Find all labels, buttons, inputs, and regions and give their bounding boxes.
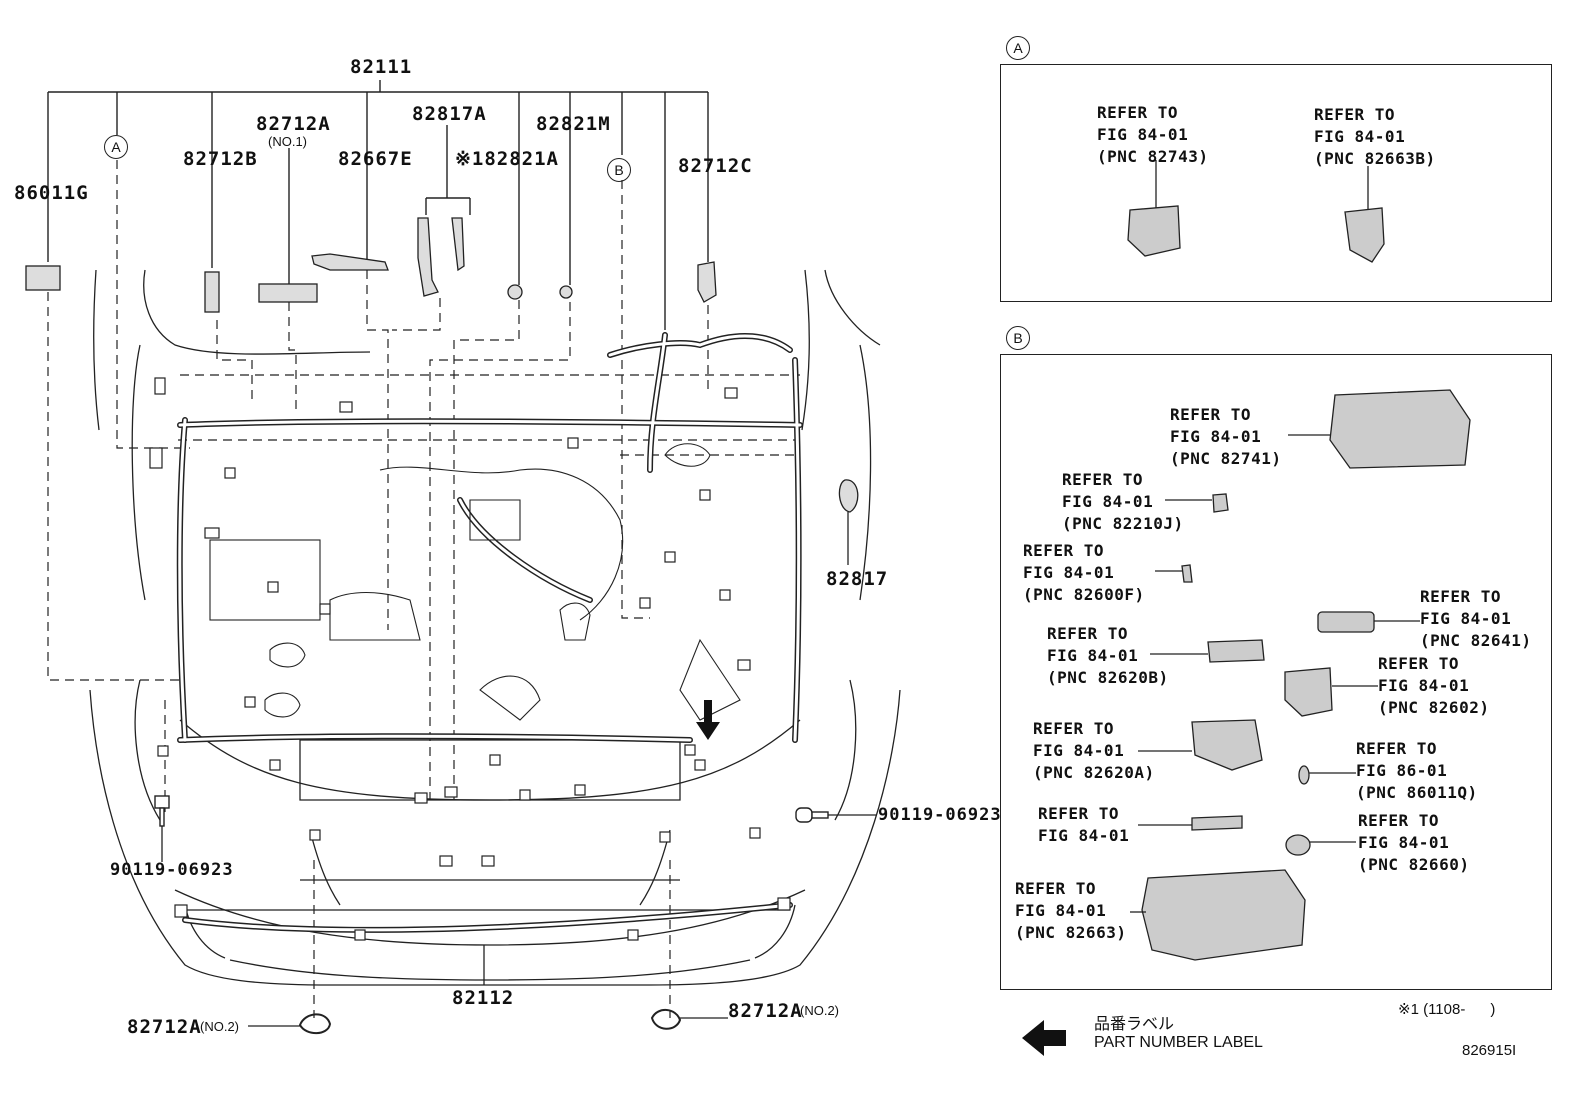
callout-a-circle: A: [104, 135, 128, 159]
part-82112-label: 82112: [452, 987, 515, 1009]
panel-b-ref-82602: REFER TO FIG 84-01 (PNC 82602): [1378, 654, 1490, 717]
panel-b-box: [1000, 354, 1552, 990]
part-82821a-label: ※182821A: [455, 148, 559, 170]
panel-b-ref-82620a: REFER TO FIG 84-01 (PNC 82620A): [1033, 719, 1155, 782]
panel-b-ref-82620b: REFER TO FIG 84-01 (PNC 82620B): [1047, 624, 1169, 687]
panel-b-ref-86011q: REFER TO FIG 86-01 (PNC 86011Q): [1356, 739, 1478, 802]
panel-a-ref-82743: REFER TO FIG 84-01 (PNC 82743): [1097, 103, 1209, 166]
panel-b-ref-fig8401: REFER TO FIG 84-01: [1038, 804, 1130, 845]
bolt-right-label: 90119-06923: [878, 805, 1002, 825]
part-number-label-en: PART NUMBER LABEL: [1094, 1034, 1263, 1051]
part-82712c-label: 82712C: [678, 155, 753, 177]
figure-id: 826915I: [1462, 1042, 1517, 1059]
part-82712a-no1-label: 82712A: [256, 113, 331, 135]
part-number-label-jp: 品番ラベル: [1094, 1014, 1175, 1033]
panel-b-ref-82663: REFER TO FIG 84-01 (PNC 82663): [1015, 879, 1127, 942]
panel-a-box: [1000, 64, 1552, 302]
panel-b-ref-82600f: REFER TO FIG 84-01 (PNC 82600F): [1023, 541, 1145, 604]
clip-right-label: 82712A: [728, 1000, 803, 1022]
panel-b-marker: B: [1006, 326, 1030, 350]
clip-right-sub: (NO.2): [800, 1003, 839, 1018]
part-82712b-label: 82712B: [183, 148, 258, 170]
part-82111-label: 82111: [350, 56, 413, 78]
panel-a-marker: A: [1006, 36, 1030, 60]
clip-left-label: 82712A: [127, 1016, 202, 1038]
bolt-left-label: 90119-06923: [110, 860, 234, 880]
panel-b-ref-82641: REFER TO FIG 84-01 (PNC 82641): [1420, 587, 1532, 650]
panel-b-ref-82741: REFER TO FIG 84-01 (PNC 82741): [1170, 405, 1282, 468]
callout-b-circle: B: [607, 158, 631, 182]
part-82817-label: 82817: [826, 568, 889, 590]
clip-left-sub: (NO.2): [200, 1019, 239, 1034]
panel-b-ref-82660: REFER TO FIG 84-01 (PNC 82660): [1358, 811, 1470, 874]
part-82817a-label: 82817A: [412, 103, 487, 125]
panel-b-ref-82210j: REFER TO FIG 84-01 (PNC 82210J): [1062, 470, 1184, 533]
part-82712a-no1-sub: (NO.1): [268, 134, 307, 149]
part-82821m-label: 82821M: [536, 113, 611, 135]
footnote: ※1 (1108- ): [1398, 1001, 1496, 1018]
part-82667e-label: 82667E: [338, 148, 413, 170]
panel-a-ref-82663b: REFER TO FIG 84-01 (PNC 82663B): [1314, 105, 1436, 168]
part-86011g-label: 86011G: [14, 182, 89, 204]
